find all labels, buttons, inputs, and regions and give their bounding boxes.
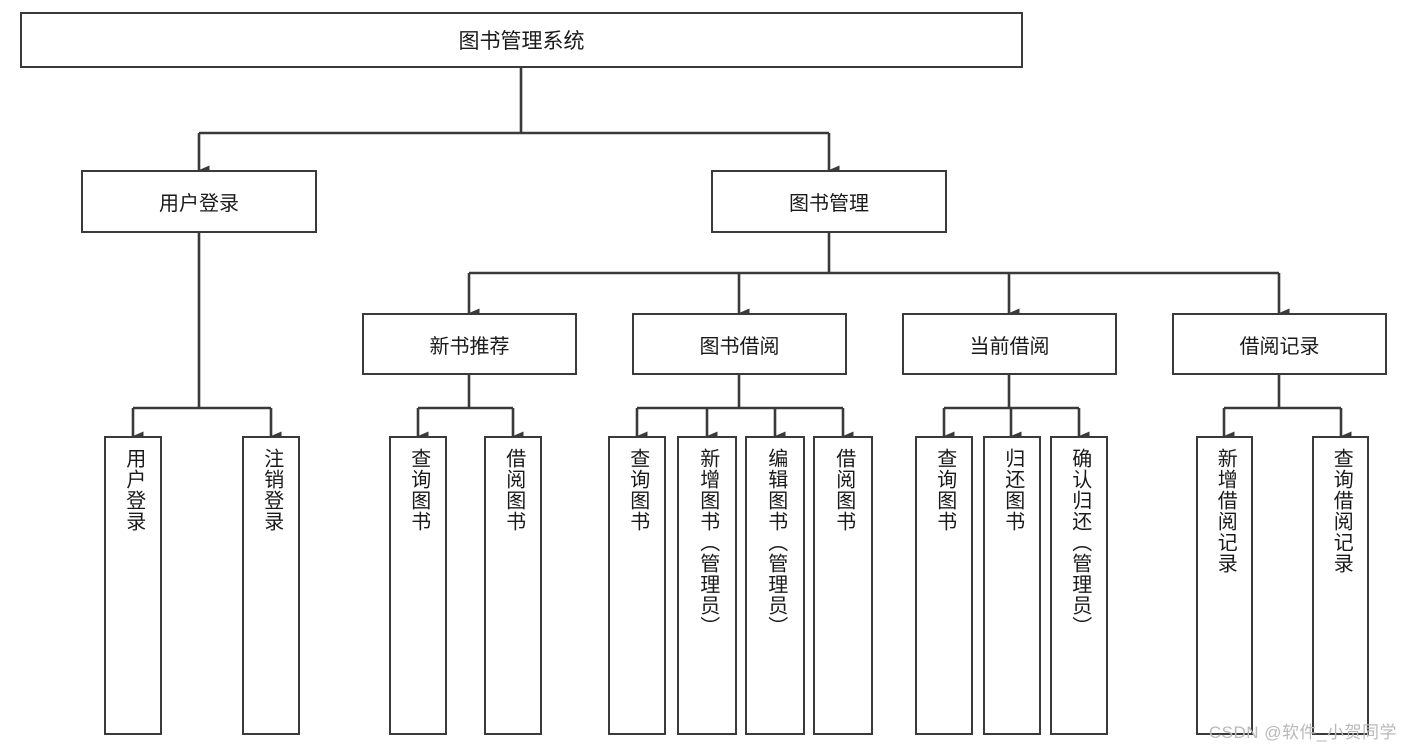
node-leaf-user-login[interactable]: 用户登录 <box>104 436 162 735</box>
node-leaf-add-book-label: 新增图书（管理员） <box>696 448 719 637</box>
node-leaf-confirm-return[interactable]: 确认归还（管理员） <box>1050 436 1108 735</box>
node-leaf-query-book-1-label: 查询图书 <box>407 448 430 532</box>
node-leaf-borrow-book-2-label: 借阅图书 <box>832 448 855 532</box>
node-leaf-return-book-label: 归还图书 <box>1001 448 1024 532</box>
node-leaf-logout-label: 注销登录 <box>260 448 283 532</box>
node-leaf-query-book-3-label: 查询图书 <box>933 448 956 532</box>
node-leaf-add-record[interactable]: 新增借阅记录 <box>1196 436 1253 735</box>
node-leaf-borrow-book-2[interactable]: 借阅图书 <box>813 436 873 735</box>
node-current-borrow-label: 当前借阅 <box>969 335 1050 358</box>
node-leaf-add-book[interactable]: 新增图书（管理员） <box>677 436 737 735</box>
node-leaf-borrow-book-1[interactable]: 借阅图书 <box>484 436 542 735</box>
node-leaf-return-book[interactable]: 归还图书 <box>983 436 1041 735</box>
node-leaf-edit-book-label: 编辑图书（管理员） <box>764 448 787 637</box>
node-book-manage-label: 图书管理 <box>789 193 869 215</box>
node-leaf-query-book-2-label: 查询图书 <box>626 448 649 532</box>
node-leaf-logout[interactable]: 注销登录 <box>242 436 300 735</box>
node-leaf-query-book-3[interactable]: 查询图书 <box>915 436 973 735</box>
node-new-book-recommend-label: 新书推荐 <box>429 335 510 358</box>
node-borrow-record-label: 借阅记录 <box>1239 335 1320 358</box>
node-leaf-borrow-book-1-label: 借阅图书 <box>502 448 525 532</box>
node-book-manage[interactable]: 图书管理 <box>711 170 947 233</box>
node-book-borrow-label: 图书借阅 <box>699 335 780 358</box>
node-leaf-confirm-return-label: 确认归还（管理员） <box>1068 448 1091 637</box>
node-user-login-label: 用户登录 <box>159 193 239 215</box>
node-leaf-query-book-2[interactable]: 查询图书 <box>608 436 666 735</box>
node-leaf-edit-book[interactable]: 编辑图书（管理员） <box>745 436 805 735</box>
node-leaf-query-record-label: 查询借阅记录 <box>1330 448 1353 574</box>
csdn-watermark: CSDN @软件_小贺同学 <box>1208 723 1397 742</box>
node-current-borrow[interactable]: 当前借阅 <box>902 313 1117 375</box>
node-root[interactable]: 图书管理系统 <box>20 12 1023 68</box>
node-borrow-record[interactable]: 借阅记录 <box>1172 313 1387 375</box>
node-leaf-add-record-label: 新增借阅记录 <box>1214 448 1237 574</box>
node-leaf-user-login-label: 用户登录 <box>122 448 145 532</box>
node-new-book-recommend[interactable]: 新书推荐 <box>362 313 577 375</box>
node-root-label: 图书管理系统 <box>458 30 585 53</box>
node-user-login[interactable]: 用户登录 <box>81 170 317 233</box>
node-book-borrow[interactable]: 图书借阅 <box>632 313 847 375</box>
node-leaf-query-record[interactable]: 查询借阅记录 <box>1312 436 1369 735</box>
node-leaf-query-book-1[interactable]: 查询图书 <box>389 436 447 735</box>
